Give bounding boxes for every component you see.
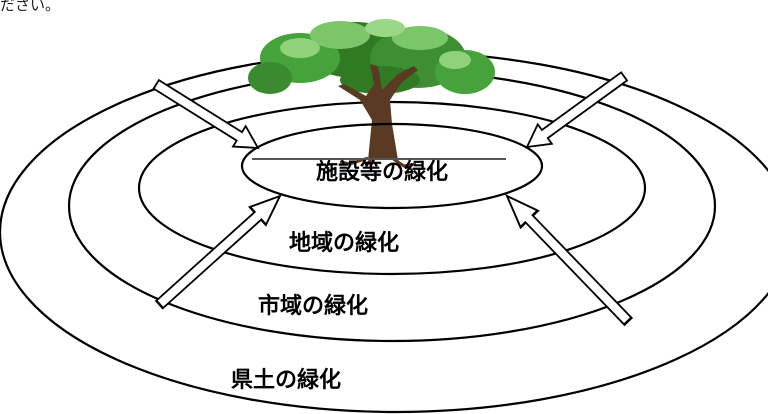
tree-icon bbox=[248, 19, 495, 169]
arrow-icon bbox=[519, 65, 633, 158]
top-text-fragment: ださい。 bbox=[0, 0, 61, 14]
arrow-icon bbox=[497, 186, 638, 331]
arrow-icon bbox=[148, 73, 266, 160]
label-prefecture-greening: 県土の緑化 bbox=[231, 368, 342, 393]
label-region-greening: 地域の緑化 bbox=[289, 231, 400, 256]
ring-facility bbox=[240, 122, 544, 210]
label-city-greening: 市域の緑化 bbox=[258, 294, 369, 319]
ring-region bbox=[137, 100, 647, 276]
label-facility-greening: 施設等の緑化 bbox=[316, 160, 449, 185]
